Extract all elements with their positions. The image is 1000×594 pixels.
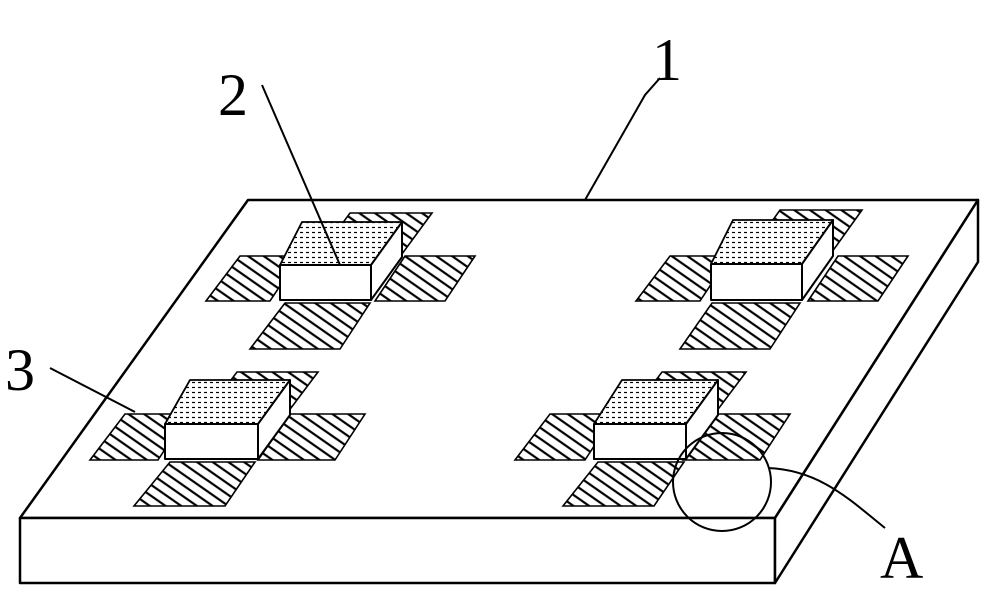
block-front xyxy=(710,263,803,301)
block-side xyxy=(801,219,834,301)
leader-line-1 xyxy=(584,77,661,201)
label-a: A xyxy=(880,525,923,591)
pad-front xyxy=(561,461,686,507)
block-front xyxy=(164,423,259,460)
pad-left xyxy=(513,413,617,461)
pad-left xyxy=(88,413,190,461)
label-2: 2 xyxy=(218,62,248,128)
block-front xyxy=(593,423,687,460)
pad-right xyxy=(373,255,477,302)
base-board xyxy=(18,198,980,585)
pad-front xyxy=(248,302,372,350)
pad-front xyxy=(132,461,257,507)
label-1: 1 xyxy=(652,27,682,93)
block-side xyxy=(257,379,291,460)
block-front xyxy=(279,264,372,301)
detail-circle xyxy=(672,432,772,532)
block-side xyxy=(370,221,403,301)
label-3: 3 xyxy=(5,337,35,403)
pad-front xyxy=(678,302,802,350)
pad-left xyxy=(204,255,302,302)
module-bottom-left xyxy=(88,371,367,507)
pad-left xyxy=(634,255,732,302)
board-front-face xyxy=(18,516,777,585)
module-bottom-right xyxy=(513,371,792,507)
pad-right xyxy=(806,255,910,302)
board-side-face xyxy=(773,198,980,585)
leader-line-3 xyxy=(49,367,136,413)
module-top-right xyxy=(634,209,910,350)
leader-line-2 xyxy=(261,84,341,266)
module-top-left xyxy=(204,212,477,350)
leader-line-a xyxy=(767,467,886,529)
